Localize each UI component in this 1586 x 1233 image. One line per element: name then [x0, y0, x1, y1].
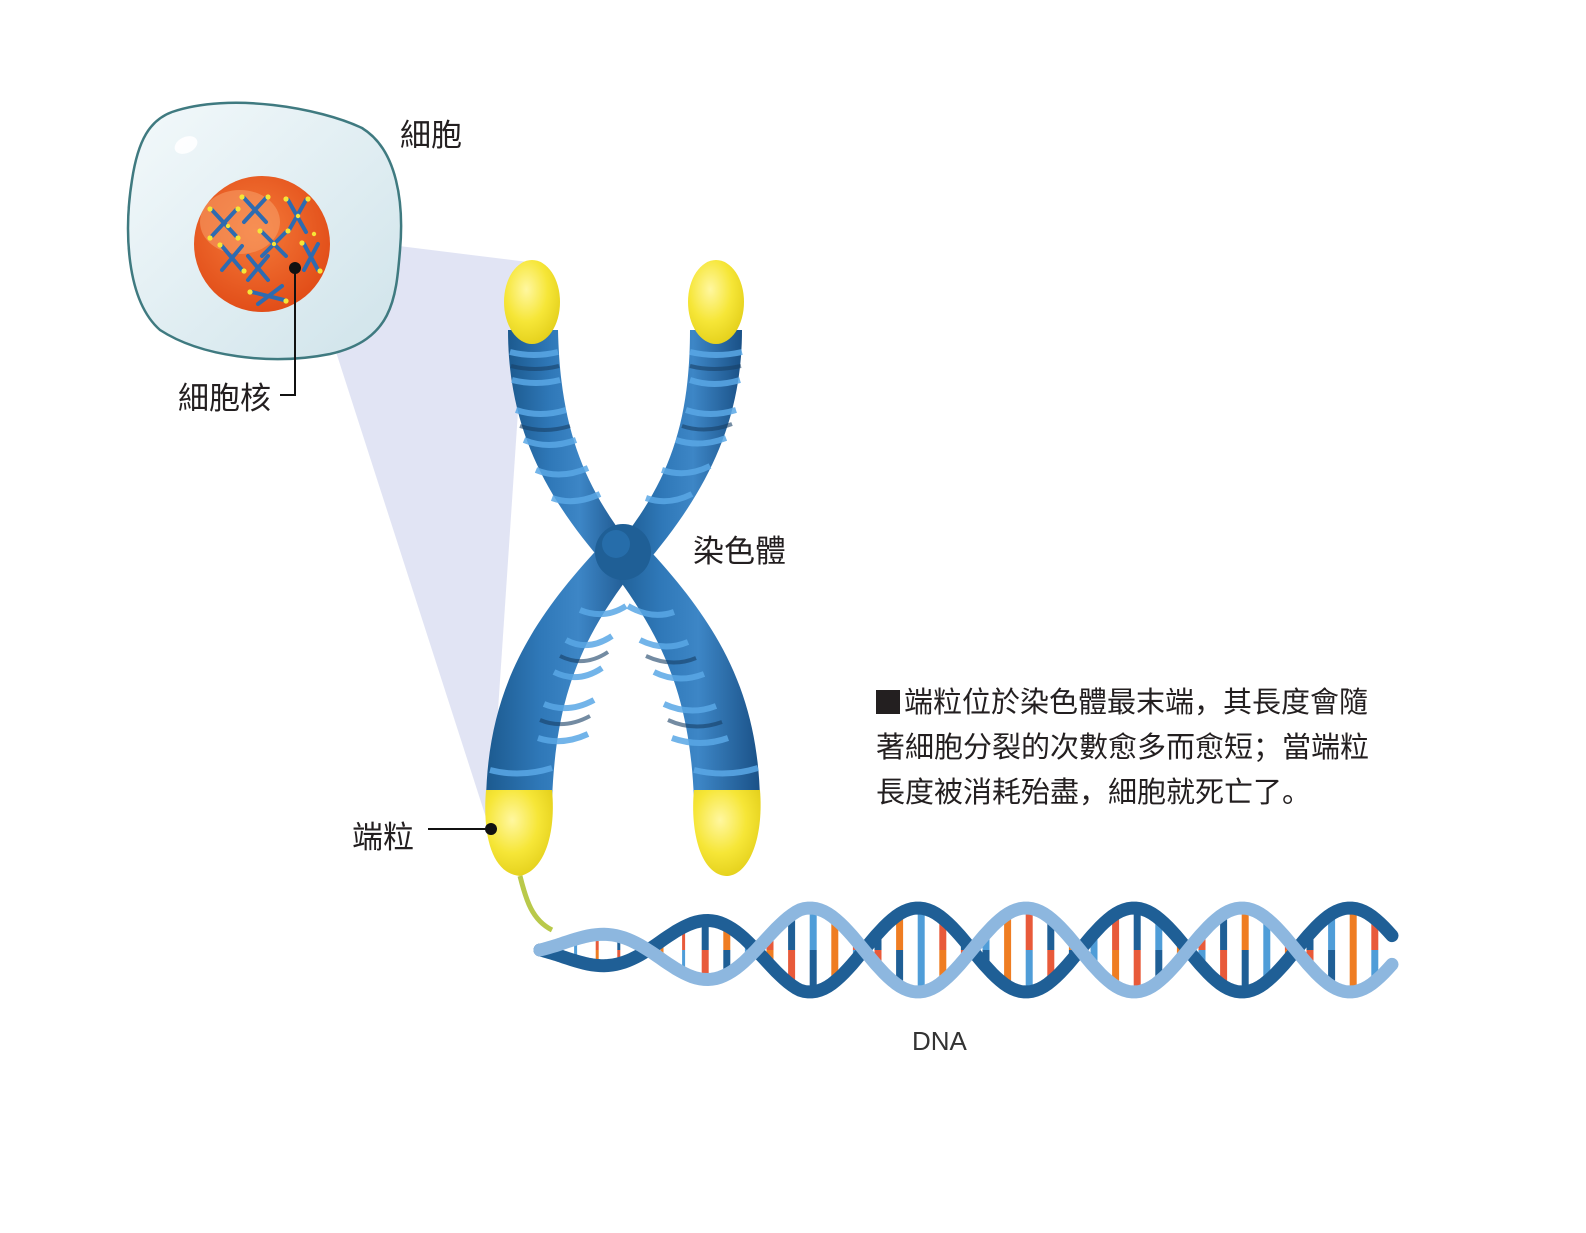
dna-base: [1047, 918, 1055, 950]
dna-base: [595, 934, 599, 950]
dna-base: [1371, 918, 1379, 950]
dna-base: [1220, 913, 1228, 950]
chromosome-label: 染色體: [693, 534, 786, 570]
dna-base: [788, 914, 796, 950]
dna-base: [1263, 918, 1271, 950]
dna-base: [1328, 950, 1336, 987]
dna-base: [1112, 913, 1120, 950]
dna-base: [809, 950, 817, 992]
dna-base: [1133, 908, 1141, 950]
dna-base: [1328, 913, 1336, 950]
dna-base: [1133, 950, 1141, 992]
dna-base: [701, 950, 709, 980]
dna-base: [939, 950, 947, 982]
caption-line-3: 長度被消耗殆盡，細胞就死亡了。: [876, 775, 1312, 809]
dna-base: [723, 925, 731, 950]
dna-strand-dark: [533, 901, 1399, 999]
chromosome-arm-upper-right: [620, 330, 742, 566]
dna-base: [595, 950, 599, 966]
dna-base: [1241, 908, 1249, 950]
dna-strand-light: [533, 901, 1399, 999]
dna-base: [809, 908, 817, 950]
chromosome-bands: [489, 349, 759, 777]
black-square-icon: [876, 690, 900, 714]
dna-base: [1263, 950, 1271, 982]
dna-label: DNA: [912, 1026, 967, 1056]
dna-base: [917, 950, 925, 992]
dna-base: [682, 950, 686, 973]
dna-base: [1155, 918, 1163, 950]
dna-base: [617, 950, 621, 964]
nucleus-label: 細胞核: [178, 381, 271, 417]
cell-highlight: [174, 136, 198, 154]
dna-base: [1220, 950, 1228, 987]
telomere-cap-upper-left: [504, 260, 560, 344]
caption-line-1: 端粒位於染色體最末端，其長度會隨: [876, 680, 1436, 725]
chromosome-arm-upper-left: [508, 330, 628, 566]
caption-line-2: 著細胞分裂的次數愈多而愈短；當端粒: [876, 730, 1370, 764]
dna-base: [939, 918, 947, 950]
dna-base: [1349, 908, 1357, 950]
chromosome-arm-lower-left: [486, 540, 640, 800]
caption: 端粒位於染色體最末端，其長度會隨 著細胞分裂的次數愈多而愈短；當端粒 長度被消耗…: [876, 680, 1436, 815]
telomere-cap-lower-left: [485, 790, 553, 876]
chromosome-bands-dark: [510, 364, 742, 729]
chromosome-illustration: [428, 260, 761, 876]
dna-base: [788, 950, 796, 986]
nucleus-telomere-dots: [207, 194, 323, 304]
telomere-cap-upper-right: [688, 260, 744, 344]
cell-label: 細胞: [400, 118, 462, 154]
dna-base: [831, 950, 839, 982]
telomere-cap-lower-right: [693, 790, 761, 876]
dna-base: [617, 936, 621, 950]
dna-base: [831, 918, 839, 950]
dna-base: [1112, 950, 1120, 987]
dna-base: [917, 908, 925, 950]
dna-base: [1241, 950, 1249, 992]
dna-base: [1004, 950, 1012, 987]
cell-illustration: [126, 101, 403, 396]
dna-unwinding-tail: [517, 875, 554, 933]
dna-base: [723, 950, 731, 975]
caption-text-1: 端粒位於染色體最末端，其長度會隨: [904, 685, 1369, 719]
dna-base: [1047, 950, 1055, 982]
dna-helix: [517, 875, 1399, 999]
dna-base: [1371, 950, 1379, 982]
dna-base: [1004, 913, 1012, 950]
dna-base: [1155, 950, 1163, 982]
dna-base: [682, 927, 686, 950]
dna-base: [1349, 950, 1357, 992]
centromere-highlight: [602, 530, 630, 558]
zoom-cone: [318, 236, 528, 830]
dna-base: [1025, 950, 1033, 992]
chromosome-arm-lower-right: [606, 540, 760, 800]
nucleus-leader-line: [280, 268, 296, 396]
dna-base: [701, 920, 709, 950]
dna-base: [896, 913, 904, 950]
dna-base: [896, 950, 904, 987]
telomere-label: 端粒: [352, 820, 414, 856]
dna-base: [1025, 908, 1033, 950]
